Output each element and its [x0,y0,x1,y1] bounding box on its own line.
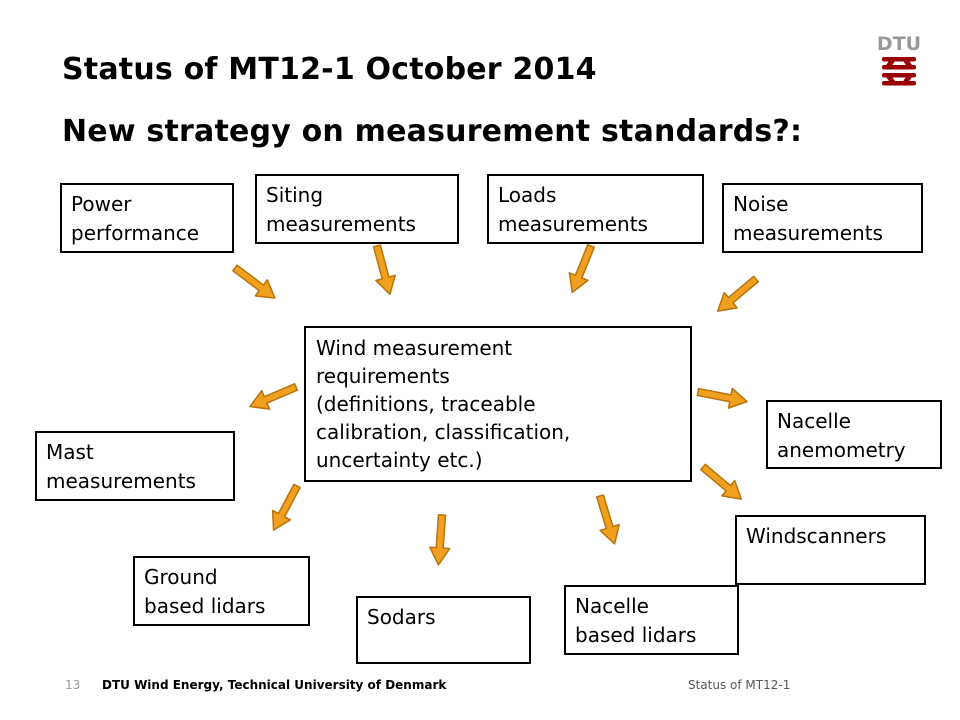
box-mast-measurements: Mast measurements [35,431,235,501]
slide-subtitle: New strategy on measurement standards?: [62,114,803,149]
box-ground-based-lidars: Ground based lidars [133,556,310,626]
arrow-center-to-nacelle-anemometry [695,381,750,413]
arrow-center-to-sodars [427,513,453,567]
arrow-center-to-windscanners [695,458,749,508]
box-power-performance: Power performance [60,183,234,253]
box-noise-measurements: Noise measurements [722,183,923,253]
footer-presentation-title: Status of MT12-1 [688,678,791,692]
box-windscanners: Windscanners [735,515,926,585]
dtu-logo-text: DTU [878,33,920,55]
arrow-loads-to-center [562,241,602,297]
arrow-power-to-center [228,259,282,307]
box-wind-measurement-requirements: Wind measurement requirements (definitio… [304,326,692,482]
arrow-center-to-ground-lidars [263,480,307,536]
slide-title: Status of MT12-1 October 2014 [62,52,597,87]
dtu-logo: DTU [878,33,920,86]
box-sodars: Sodars [356,596,531,664]
arrow-center-to-nacelle-lidars [589,492,625,548]
footer-page-number: 13 [65,678,81,692]
box-nacelle-anemometry: Nacelle anemometry [766,400,942,469]
box-loads-measurements: Loads measurements [487,174,704,244]
arrow-center-to-mast [245,377,301,417]
arrow-siting-to-center [366,242,401,298]
box-nacelle-based-lidars: Nacelle based lidars [564,585,739,655]
footer-organization: DTU Wind Energy, Technical University of… [102,678,447,692]
arrow-noise-to-center [710,270,764,320]
box-siting-measurements: Siting measurements [255,174,459,244]
